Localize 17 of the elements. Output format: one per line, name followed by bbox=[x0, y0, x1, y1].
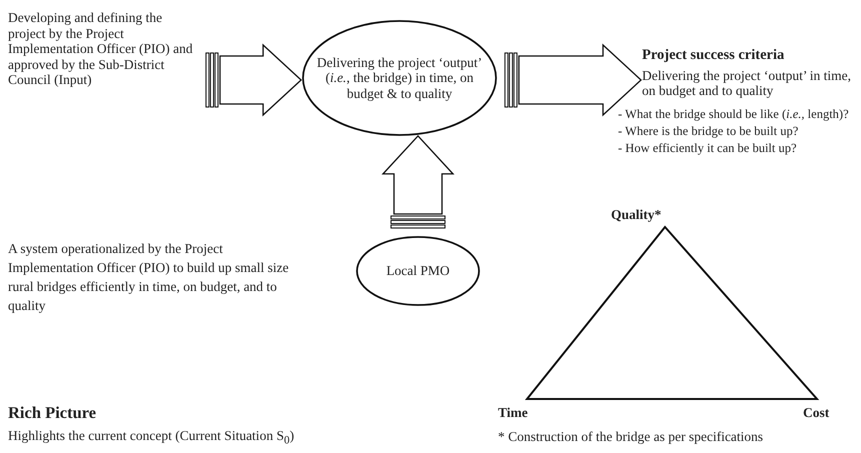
corner-label: Time bbox=[498, 404, 528, 421]
process-ellipse bbox=[356, 236, 480, 306]
node-text: Local PMO bbox=[385, 263, 451, 279]
process-ellipse bbox=[302, 20, 497, 136]
corner-label: Cost bbox=[803, 404, 830, 421]
description-text: A system operationalized by the Project Implementation Officer (PIO) to build up small size rural bridges efficiently in time, on budget, and to quality bbox=[8, 240, 290, 315]
caption: Highlights the current concept (Current Situation S$_{0}$) bbox=[8, 427, 294, 449]
node-text: Delivering the project ‘output’ (i.e., the bridge) in time, on budget & to quality bbox=[316, 54, 484, 102]
description-text: Delivering the project ‘output’ in time, on budget and to quality bbox=[642, 68, 852, 98]
title: Rich Picture bbox=[8, 404, 96, 421]
corner-label: Quality* bbox=[611, 206, 662, 223]
heading-text: Project success criteria bbox=[642, 48, 786, 64]
question-text: - What the bridge should be like (i.e., length)? bbox=[618, 106, 849, 123]
question-text: - How efficiently it can be built up? bbox=[618, 140, 797, 157]
description-text: Developing and defining the project by the Project Implementation Officer (PIO) and approved by the Sub-District Council (Input) bbox=[8, 10, 194, 88]
question-text: - Where is the bridge to be built up? bbox=[618, 123, 798, 140]
footnote-text: * Construction of the bridge as per specifications bbox=[498, 428, 764, 445]
